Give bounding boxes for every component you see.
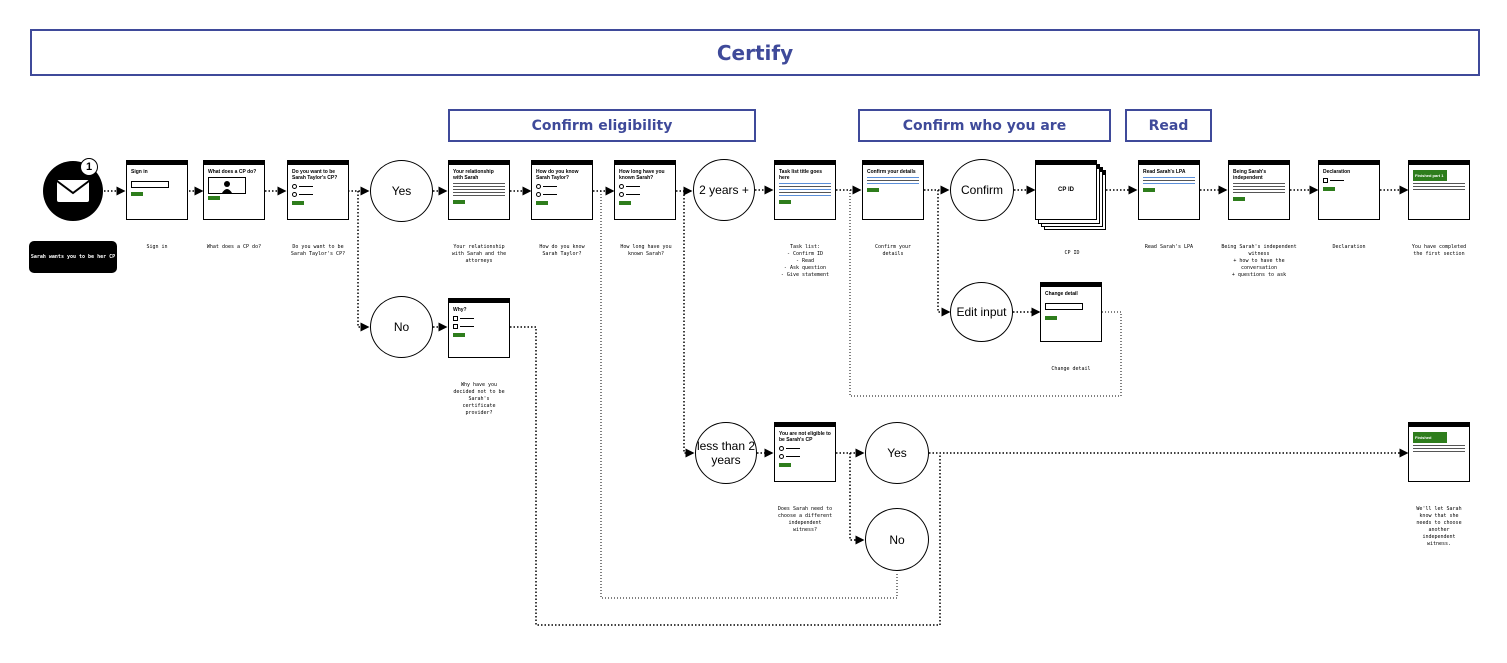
screen-change-detail: Change detail [1040, 282, 1102, 342]
screen-title: Being Sarah's independent [1233, 169, 1267, 181]
screen-title: How long have you known Sarah? [619, 169, 665, 181]
screen-why: Why? [448, 298, 510, 358]
screen-read-lpa: Read Sarah's LPA [1138, 160, 1200, 220]
screen-cp-id: CP ID [1035, 160, 1097, 220]
start-label: Sarah wants you to be her CP [29, 241, 117, 273]
envelope-icon [56, 180, 90, 202]
caption-task-list: Task list: - Confirm ID - Read - Ask que… [780, 244, 830, 278]
caption-relationship: Your relationship with Sarah and the att… [451, 244, 507, 264]
screen-title: Sign in [131, 169, 148, 175]
page-title: Certify [30, 29, 1480, 76]
screen-want-to-be-cp: Do you want to be Sarah Taylor's CP? [287, 160, 349, 220]
decision-no-2: No [865, 508, 929, 571]
decision-confirm: Confirm [950, 159, 1014, 221]
screen-title: Why? [453, 307, 467, 313]
screen-title: Your relationship with Sarah [453, 169, 494, 181]
caption-what-does-cp-do: What does a CP do? [206, 244, 262, 250]
screen-finished: Finished [1408, 422, 1470, 482]
screen-relationship: Your relationship with Sarah [448, 160, 510, 220]
screen-title: Task list title goes here [779, 169, 822, 181]
section-confirm-who-you-are: Confirm who you are [858, 109, 1111, 142]
caption-cp-id: CP ID [1064, 250, 1080, 256]
screen-how-do-you-know: How do you know Sarah Taylor? [531, 160, 593, 220]
caption-completed-first-section: You have completed the first section [1411, 244, 1467, 257]
caption-change-detail: Change detail [1051, 366, 1091, 372]
screen-finished-part-1: Finished part 1 [1408, 160, 1470, 220]
caption-confirm-details: Confirm your details [874, 244, 912, 257]
screen-title: Declaration [1323, 169, 1351, 175]
section-read: Read [1125, 109, 1212, 142]
caption-finished: We'll let Sarah know that she needs to c… [1416, 506, 1462, 547]
decision-less-than-2-years: less than 2 years [695, 422, 757, 484]
screen-what-does-cp-do: What does a CP do? [203, 160, 265, 220]
screen-title: What does a CP do? [208, 169, 257, 175]
screen-task-list: Task list title goes here [774, 160, 836, 220]
screen-title: How do you know Sarah Taylor? [536, 169, 579, 181]
section-confirm-eligibility: Confirm eligibility [448, 109, 756, 142]
caption-how-do-you-know: How do you know Sarah Taylor? [539, 244, 585, 257]
notification-badge: 1 [80, 158, 98, 176]
caption-how-long: How long have you known Sarah? [620, 244, 672, 257]
caption-want-to-be-cp: Do you want to be Sarah Taylor's CP? [290, 244, 346, 257]
caption-being-independent: Being Sarah's independent witness + how … [1221, 244, 1297, 278]
screen-declaration: Declaration [1318, 160, 1380, 220]
decision-2-years-plus: 2 years + [693, 159, 755, 221]
caption-why: Why have you decided not to be Sarah's c… [453, 382, 505, 416]
decision-yes-2: Yes [865, 422, 929, 484]
screen-title: Finished part 1 [1413, 170, 1447, 181]
screen-title: Change detail [1045, 291, 1078, 297]
decision-yes: Yes [370, 160, 433, 222]
decision-edit-input: Edit input [950, 282, 1013, 342]
person-icon [222, 181, 232, 193]
screen-title: Read Sarah's LPA [1143, 169, 1186, 175]
caption-not-eligible: Does Sarah need to choose a different in… [777, 506, 833, 533]
screen-not-eligible: You are not eligible to be Sarah's CP [774, 422, 836, 482]
screen-sign-in: Sign in [126, 160, 188, 220]
caption-read-lpa: Read Sarah's LPA [1144, 244, 1194, 250]
screen-title: CP ID [1058, 187, 1074, 193]
screen-title: Do you want to be Sarah Taylor's CP? [292, 169, 338, 181]
screen-how-long: How long have you known Sarah? [614, 160, 676, 220]
screen-being-independent: Being Sarah's independent [1228, 160, 1290, 220]
decision-no: No [370, 296, 433, 358]
screen-title: You are not eligible to be Sarah's CP [779, 431, 831, 443]
caption-sign-in: Sign in [146, 244, 168, 250]
caption-declaration: Declaration [1332, 244, 1366, 250]
screen-title: Finished [1413, 432, 1447, 443]
screen-title: Confirm your details [867, 169, 916, 175]
screen-confirm-details: Confirm your details [862, 160, 924, 220]
